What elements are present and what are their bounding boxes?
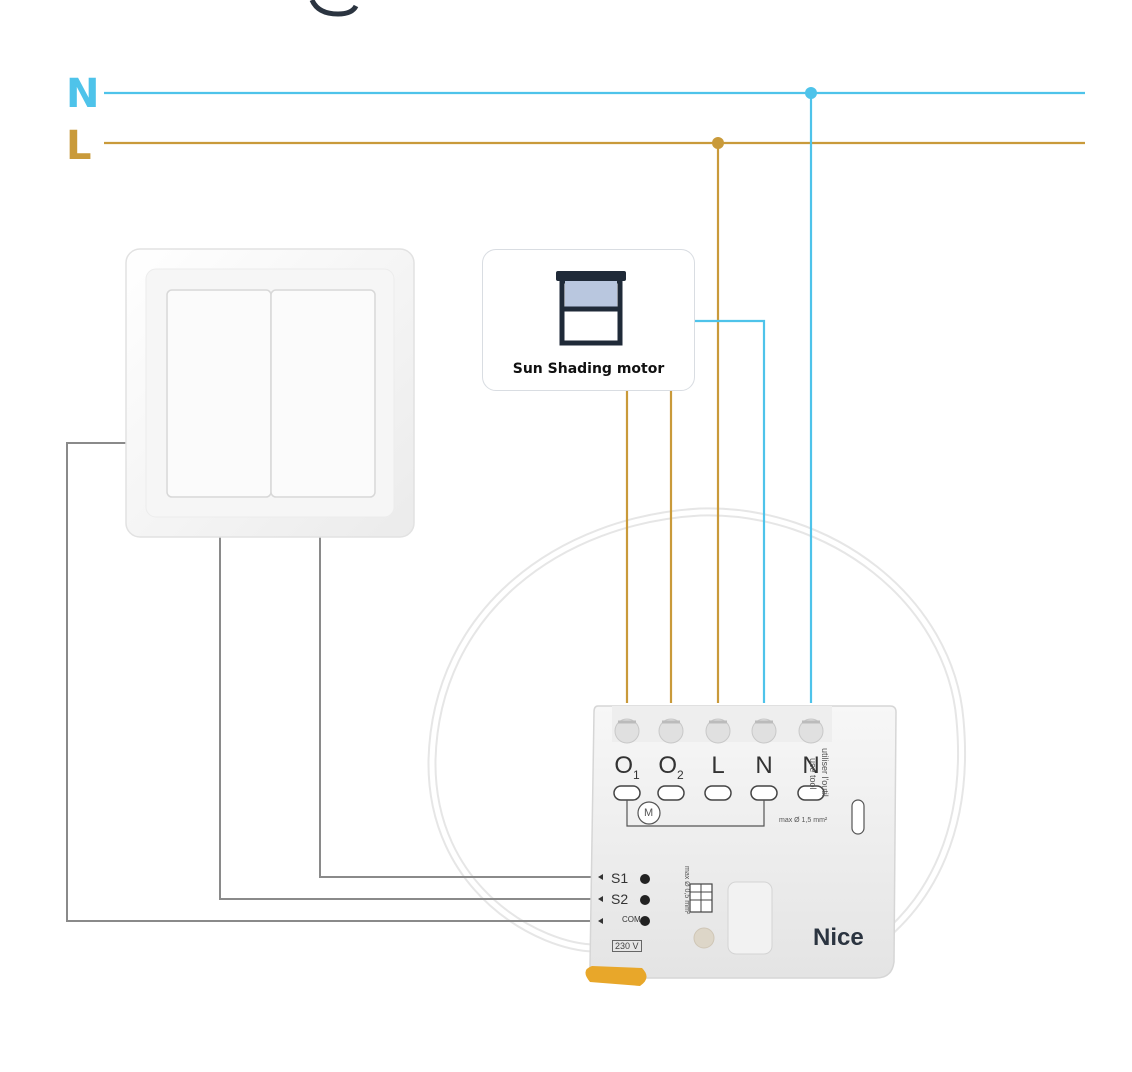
wire-size-note: max Ø 1,5 mm² xyxy=(779,817,828,824)
live-label: L xyxy=(66,123,92,169)
tool-note-1: use tool xyxy=(808,758,818,790)
voltage-rating: 230 V xyxy=(612,940,642,952)
nice-module xyxy=(585,705,897,986)
module-led xyxy=(693,927,715,949)
terminal-screws xyxy=(614,718,824,744)
logo-fragment xyxy=(309,0,359,17)
switch-s1-wire xyxy=(319,537,598,878)
switch-rocker-left xyxy=(166,289,272,498)
switch-rocker-right xyxy=(270,289,376,498)
motor-symbol-label: M xyxy=(644,807,654,819)
terminal-label-o1: O1 xyxy=(614,752,640,782)
motor-symbol-bracket xyxy=(626,800,765,827)
terminal-label-n1: N xyxy=(755,752,773,779)
brand-logo-text: Nice xyxy=(813,924,864,951)
terminal-label-l: L xyxy=(711,752,725,779)
input-label-s2: S2 xyxy=(611,891,629,907)
terminal-label-o2: O2 xyxy=(658,752,684,782)
input-label-com: COM xyxy=(622,915,641,924)
motor-symbol xyxy=(637,801,661,825)
switch-com-wire xyxy=(66,442,598,922)
switch-s2-wire xyxy=(219,537,598,900)
module-blind-icon xyxy=(689,883,713,913)
neutral-label: N xyxy=(66,71,100,117)
module-button xyxy=(727,881,773,955)
terminal-label-n2: N xyxy=(802,752,820,779)
motor-card-title: Sun Shading motor xyxy=(512,361,665,377)
tool-note-2: utiliser l'outil xyxy=(820,748,830,797)
sun-shading-motor-card: Sun Shading motor xyxy=(482,249,695,391)
antenna-tip xyxy=(585,966,647,986)
input-label-s1: S1 xyxy=(611,870,629,886)
input-wire-note: max Ø 0,5 mm² xyxy=(683,866,690,915)
release-tool-slot xyxy=(851,799,865,835)
blind-icon xyxy=(556,271,626,346)
motor-neutral-wire xyxy=(695,319,766,703)
wall-switch xyxy=(125,248,415,538)
